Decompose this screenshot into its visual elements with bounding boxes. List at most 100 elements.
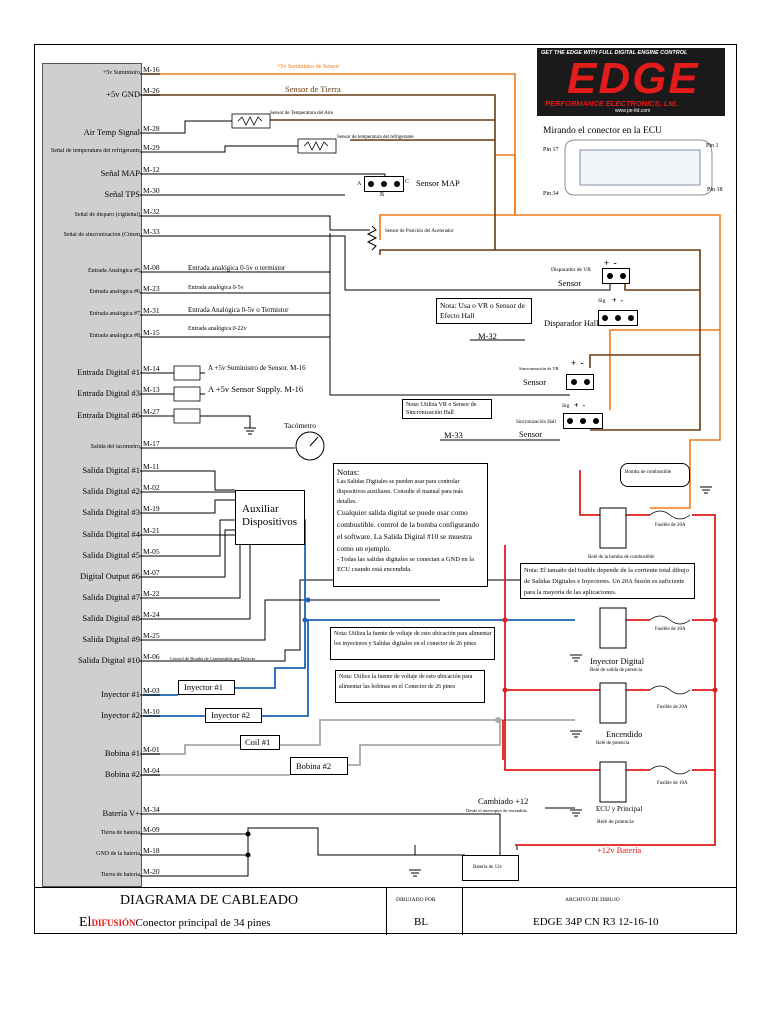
vr-trigger-label: Disparador de VR (551, 267, 591, 273)
pin-number: M-24 (143, 610, 160, 619)
map-pin-b: B (380, 192, 385, 198)
pin-label: Entrada Analógica #5 (88, 268, 140, 274)
subtitle-rest: Conector principal de 34 pines (135, 917, 271, 929)
fuel-pump-relay-label: Relé de la bomba de combustible (588, 555, 655, 560)
m32-label: M-32 (478, 331, 497, 341)
pin-label: Digital Output #6 (80, 571, 140, 581)
pin-label: Salida Digital #10 (78, 655, 140, 665)
pin-number: M-16 (143, 65, 160, 74)
pin-label: Tierra de batería (100, 872, 140, 878)
analog-input-6-desc: Entrada analógica 0-5v (188, 285, 244, 291)
switched-12v-label: Cambiado +12 (478, 796, 529, 806)
pin-label: Salida Digital #7 (82, 592, 140, 602)
pin-number: M-21 (143, 526, 160, 535)
pin-label: Entrada Digital #1 (77, 367, 140, 377)
map-pin-a: A (357, 181, 362, 187)
pin-number: M-33 (143, 227, 160, 236)
pin-number: M-34 (143, 805, 160, 814)
pin-label: Salida del tacómetro (90, 444, 140, 450)
fuse-20a-2-label: Fusible de 20A (655, 627, 686, 632)
pin-label: Inyector #1 (101, 689, 140, 699)
battery-icon: Batería de 12v (462, 855, 519, 881)
sensor-supply-wire (143, 73, 721, 509)
map-sensor-connector (364, 176, 404, 192)
vr-sync-label: Sincronización de VR (519, 366, 559, 371)
pin-label: Salida Digital #8 (82, 613, 140, 623)
pin-label: Salida Digital #3 (82, 507, 140, 517)
logo-company: PERFORMANCE ELECTRONICS, Ltd. (545, 99, 678, 108)
notes-text-3: - Todas las salidas digitales se conecta… (337, 556, 474, 573)
vr-sync-polarity: + - (571, 358, 584, 368)
pin-number: M-18 (143, 846, 160, 855)
pin-number: M-08 (143, 263, 160, 272)
pin-number: M-22 (143, 589, 160, 598)
pin-number: M-05 (143, 547, 160, 556)
aux-devices-label: Auxiliar Dispositivos (242, 503, 298, 528)
vr-sync-sensor-label: Sensor (523, 377, 547, 387)
ground-junction-dots (245, 831, 251, 858)
pin-number: M-20 (143, 867, 160, 876)
battery-label: Batería de 12v (473, 865, 503, 870)
pin-number: M-19 (143, 504, 160, 513)
hall-trigger-label: Disparador Hall (544, 318, 599, 328)
pin-number: M-26 (143, 86, 160, 95)
notes-text-2: Cualquier salida digital se puede usar c… (337, 508, 480, 553)
pin-label: Entrada Digital #3 (77, 388, 140, 398)
pin-number: M-32 (143, 207, 160, 216)
pin-number: M-17 (143, 439, 160, 448)
sensor-ground-label: Sensor de Tierra (285, 84, 341, 94)
pin-number: M-12 (143, 165, 160, 174)
drawn-by-value: BL (414, 916, 429, 928)
pin-number: M-10 (143, 707, 160, 716)
thermistor-icons (231, 113, 337, 154)
subtitle-logo: DIFUSIÓN (91, 918, 136, 928)
vr-trigger-polarity: + - (604, 258, 617, 268)
fuse-icons (649, 510, 691, 775)
pin-label: Salida Digital #4 (82, 529, 140, 539)
pin-number: M-25 (143, 631, 160, 640)
drawing-title: DIAGRAMA DE CABLEADO (120, 893, 299, 908)
hall-trigger-sig: Sig (598, 298, 606, 304)
pin-1-label: Pin 1 (706, 143, 719, 149)
subtitle-prefix: El (79, 915, 92, 930)
from-ignition-label: Desde el interruptor de encendido (466, 808, 527, 813)
ecu-relay-label: Relé de potencia (597, 819, 634, 825)
pin-label: Batería V+ (102, 808, 140, 818)
pin-label: Señal TPS (104, 189, 140, 199)
pin-label: Bobina #2 (104, 769, 140, 779)
notes-title: Notas: (337, 467, 360, 477)
pin-number: M-27 (143, 407, 160, 416)
ignition-relay-label: Relé de potencia (596, 741, 630, 746)
coil-1-box: Coil #1 (240, 735, 280, 750)
battery-junction-dots (502, 617, 718, 693)
pin-number: M-15 (143, 328, 160, 337)
fuel-pump-label: Bomba de combustible (625, 470, 672, 475)
hall-sync-sensor-label: Sensor (519, 429, 543, 439)
drawing-sheet (34, 44, 737, 934)
map-pin-c: C (405, 179, 410, 185)
note-vr-hall-text: Nota: Usa o VR o Sensor de Efecto Hall (440, 301, 525, 320)
note-sync-text: Nota: Utiliza VR o Sensor de Sincronizac… (406, 402, 477, 416)
coolant-sensor-label: Sensor de temperatura del refrigerante (337, 135, 414, 140)
logo-tagline: GET THE EDGE WITH FULL DIGITAL ENGINE CO… (541, 50, 688, 56)
junction-dots (302, 597, 311, 623)
note-injector-power: Nota: Utiliza la fuente de voltaje de es… (330, 627, 495, 660)
hall-trigger-connector (598, 310, 638, 326)
pin-label: Salida Digital #2 (82, 486, 140, 496)
drawing-file-cell: ARCHIVO DE DIBUJO EDGE 34P CN R3 12-16-1… (462, 888, 737, 935)
pin-label: Air Temp Signal (83, 127, 140, 137)
tachometer-label: Tacómetro (284, 421, 316, 430)
pin-number: M-30 (143, 186, 160, 195)
ecu-connector-icon (564, 139, 713, 196)
note-fuse-text: Nota: El tamaño del fusible depende de l… (524, 567, 689, 596)
pin-label: Entrada analógica #7 (89, 311, 140, 317)
pin-label: Bobina #1 (104, 748, 140, 758)
pin-label: Señal de disparo (cigüeñal) (74, 212, 140, 218)
output-power-relay-label: Relé de salida de potencia (590, 668, 643, 673)
pin-label: Salida Digital #1 (82, 465, 140, 475)
hall-sync-label: Sincronización Hall (516, 420, 556, 425)
pin-number: M-29 (143, 143, 160, 152)
ignition-label: Encendido (606, 729, 643, 739)
drawing-file-label: ARCHIVO DE DIBUJO (565, 897, 620, 903)
